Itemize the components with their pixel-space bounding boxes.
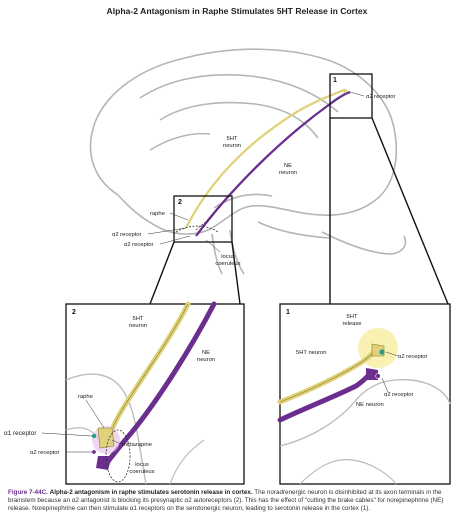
figure-caption: Figure 7-44C. Alpha-2 antagonism in raph… [8,489,464,514]
leader-line [349,91,365,97]
leader-line [159,235,191,245]
alpha2-receptor-bottom-marker [375,373,381,379]
serotonin-neuron-label-line1: 5HT [227,136,238,142]
leader-line [147,227,187,235]
inset-right-alpha2-label-top: α2 receptor [398,354,428,360]
leader-line [41,432,93,437]
alpha2-receptor-top-marker [379,349,385,355]
leader-line [381,377,389,393]
alpha2-receptor-left-label-2: α2 receptor [124,242,154,248]
ne-terminal [366,368,378,380]
inset-right-ne-neuron-label: NE neuron [356,402,384,408]
diagram: 2 1 α2 receptor 5HT neuron NE neuron rap… [4,48,451,485]
zoom-connector-1-right [371,117,449,305]
inset-left-locus-label-line1: locus [135,462,149,468]
locus-coeruleus-label-line1: locus [221,254,235,260]
inset-left-alpha2-label: α2 receptor [30,450,60,456]
alpha2-receptor-left-label-1: α2 receptor [112,232,142,238]
zoom-box-2-number: 2 [178,199,182,206]
inset-left-ne-label-line2: neuron [197,357,215,363]
leader-line [205,239,221,253]
inset-left-alpha1-label: α1 receptor [4,430,37,437]
tissue-outline [169,439,205,485]
tissue-outline [279,379,451,447]
inset-left-raphe-label: raphe [78,394,93,400]
dashed-region [105,429,131,483]
ne-neuron-axon-zoomed [103,301,217,467]
collateral-dashed [195,213,215,231]
leader-line [169,212,189,221]
raphe-cell-body [97,427,115,449]
inset-right: 1 5HT release 5HT neuron α2 receptor α2 … [277,303,451,485]
zoom-box-2 [173,195,233,243]
zoom-box-1-number: 1 [333,77,337,84]
caption-title: Alpha-2 antagonism in raphe stimulates s… [49,489,253,496]
ne-neuron-axon-cortex [277,371,373,423]
inset-right-serotonin-neuron-label: 5HT neuron [296,350,327,356]
raphe-label: raphe [150,211,165,217]
ne-neuron-label-line2: neuron [279,170,297,176]
locus-coeruleus-label-line2: coeruleus [215,261,240,267]
serotonin-neuron-axon-edge [109,303,189,437]
leader-line [85,399,105,429]
alpha2-receptor-label-top: α2 receptor [366,94,396,100]
tissue-outline [65,373,147,485]
zoom-connector-2-right [231,241,241,305]
tissue-outline [299,459,397,485]
zoom-box-1 [329,73,373,119]
leader-line [111,439,122,445]
inset-left-frame [65,303,245,485]
serotonin-release-label-line1: 5HT [347,314,358,320]
inset-left-number: 2 [72,309,76,316]
mirtazapine-label: mirtazapine [122,442,152,448]
figure-label: Figure 7-44C. [8,489,48,496]
inset-left-serotonin-label-line2: neuron [129,323,147,329]
inset-right-frame [279,303,451,485]
projection-dashed [175,225,219,233]
alpha1-receptor-marker [91,433,97,439]
inset-left-locus-label-line2: coeruleus [129,469,154,475]
brain-outline [89,48,407,275]
caption-body: The noradrenergic neuron is disinhibited… [8,489,444,513]
leader-line [385,351,399,357]
serotonin-neuron-label-line2: neuron [223,143,241,149]
alpha2-receptor-marker [91,449,97,455]
inset-right-number: 1 [286,309,290,316]
inset-left: 2 5HT neuron NE neuron raphe α1 receptor… [4,301,245,485]
serotonin-release-label-line2: release [342,321,361,327]
ne-neuron-axon [195,90,351,237]
inset-right-alpha2-label-bottom: α2 receptor [384,392,414,398]
page-title: Alpha-2 Antagonism in Raphe Stimulates 5… [106,6,368,16]
inset-left-ne-label-line1: NE [202,350,210,356]
zoom-connector-2-left [149,241,175,305]
inset-left-serotonin-label-line1: 5HT [133,316,144,322]
ne-neuron-label-line1: NE [284,163,292,169]
cortex-terminal [342,88,348,94]
locus-coeruleus-cell-body [96,456,112,470]
